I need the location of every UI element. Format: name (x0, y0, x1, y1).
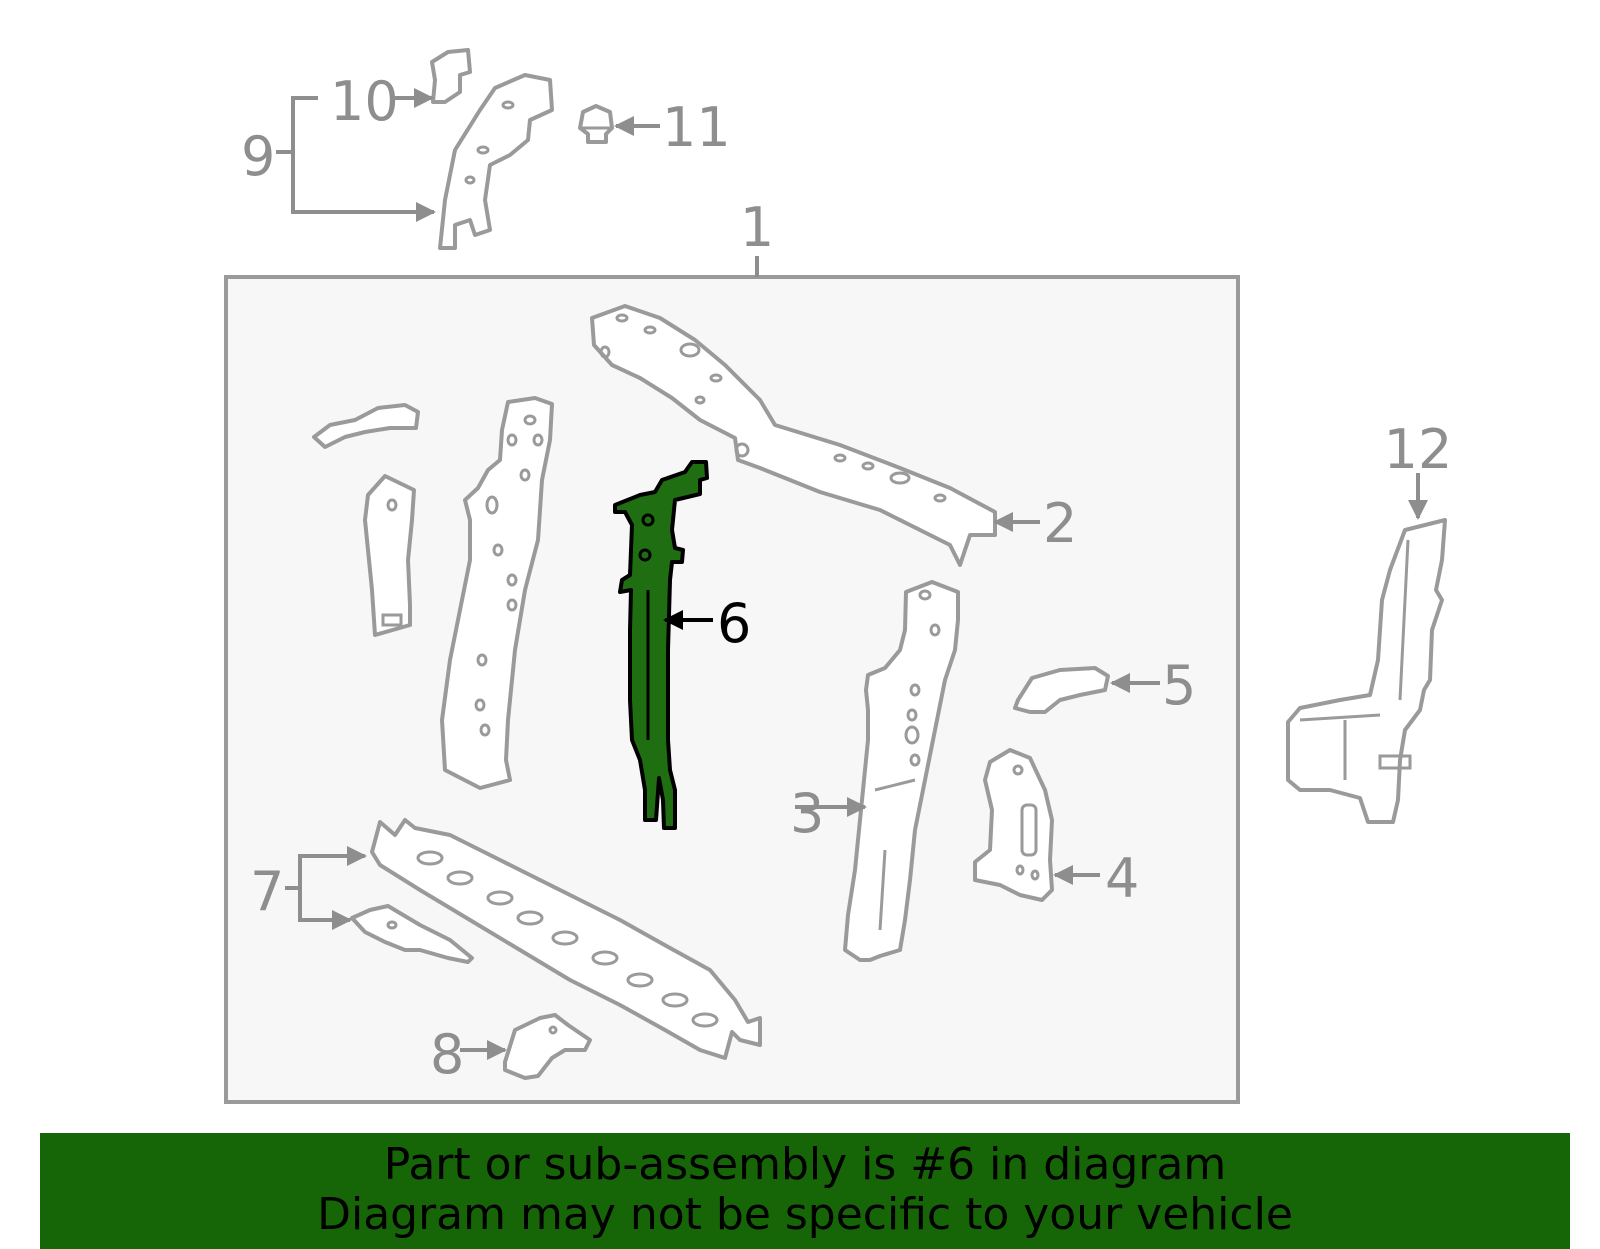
part-12-side-panel[interactable] (1286, 518, 1447, 824)
part-5-bracket[interactable] (1013, 666, 1110, 714)
callout-9[interactable]: 9 (241, 125, 275, 188)
banner-line-2: Diagram may not be specific to your vehi… (317, 1189, 1293, 1240)
part-left-side-support[interactable] (440, 396, 554, 790)
callout-6[interactable]: 6 (717, 592, 751, 655)
callout-5[interactable]: 5 (1162, 654, 1196, 717)
part-7-reinforcement[interactable] (350, 904, 474, 964)
part-left-upper-bracket[interactable] (312, 403, 420, 449)
part-3-right-side-support[interactable] (843, 580, 960, 962)
part-7-lower-tie-bar[interactable] (370, 818, 762, 1060)
callout-8[interactable]: 8 (430, 1023, 464, 1086)
callout-1[interactable]: 1 (740, 196, 774, 259)
callout-10[interactable]: 10 (330, 70, 399, 133)
callout-2[interactable]: 2 (1043, 492, 1077, 555)
part-4-bracket[interactable] (973, 748, 1054, 902)
part-8-bracket[interactable] (503, 1013, 592, 1080)
callout-3[interactable]: 3 (790, 782, 824, 845)
callout-12[interactable]: 12 (1384, 418, 1453, 481)
part-9-bracket[interactable] (438, 73, 554, 250)
part-11-grommet[interactable] (578, 104, 614, 144)
callout-7[interactable]: 7 (250, 860, 284, 923)
part-6-center-brace[interactable] (613, 460, 709, 830)
info-banner: Part or sub-assembly is #6 in diagram Di… (40, 1133, 1570, 1249)
banner-line-1: Part or sub-assembly is #6 in diagram (383, 1139, 1227, 1190)
callout-11[interactable]: 11 (662, 96, 731, 159)
part-2-upper-tie-bar[interactable] (590, 304, 997, 567)
part-10-clip[interactable] (430, 48, 472, 104)
callout-4[interactable]: 4 (1105, 847, 1139, 910)
part-left-vertical-bracket[interactable] (363, 474, 416, 637)
